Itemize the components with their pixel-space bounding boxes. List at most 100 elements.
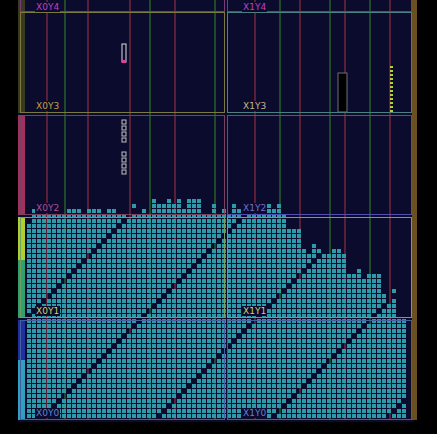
- placed-cell: [237, 349, 241, 353]
- placed-cell: [162, 324, 166, 328]
- placed-cell: [207, 389, 211, 393]
- placed-cell: [152, 259, 156, 263]
- placed-cell: [77, 294, 81, 298]
- placed-cell: [242, 229, 246, 233]
- placed-cell: [72, 394, 76, 398]
- placed-cell: [257, 234, 261, 238]
- placed-cell: [132, 264, 136, 268]
- placed-cell: [167, 239, 171, 243]
- placed-cell: [162, 329, 166, 333]
- placed-cell: [52, 369, 56, 373]
- placed-cell: [262, 354, 266, 358]
- placed-cell: [187, 394, 191, 398]
- placed-cell: [97, 239, 101, 243]
- placed-cell: [182, 354, 186, 358]
- placed-cell: [52, 334, 56, 338]
- placed-cell: [152, 229, 156, 233]
- placed-cell: [107, 359, 111, 363]
- placed-cell: [112, 369, 116, 373]
- placed-cell: [157, 409, 161, 413]
- placed-cell: [137, 259, 141, 263]
- placed-cell: [197, 384, 201, 388]
- placed-cell: [182, 224, 186, 228]
- placed-cell: [77, 349, 81, 353]
- placed-cell: [152, 354, 156, 358]
- placed-cell: [267, 274, 271, 278]
- placed-cell: [252, 329, 256, 333]
- placed-cell: [27, 379, 31, 383]
- placed-cell: [267, 329, 271, 333]
- placed-cell: [32, 269, 36, 273]
- placed-cell: [212, 224, 216, 228]
- placed-cell: [122, 249, 126, 253]
- placed-cell: [202, 244, 206, 248]
- placed-cell: [157, 274, 161, 278]
- placed-cell: [237, 289, 241, 293]
- placed-cell: [162, 384, 166, 388]
- placed-cell: [112, 234, 116, 238]
- placed-cell: [152, 244, 156, 248]
- placed-cell: [77, 299, 81, 303]
- placed-cell: [197, 364, 201, 368]
- placed-cell: [242, 244, 246, 248]
- placed-cell: [212, 409, 216, 413]
- placed-cell: [87, 239, 91, 243]
- placed-cell: [132, 244, 136, 248]
- placed-cell: [127, 339, 131, 343]
- placed-cell: [237, 354, 241, 358]
- placed-cell: [157, 364, 161, 368]
- placed-cell: [207, 409, 211, 413]
- placed-cell: [167, 294, 171, 298]
- placed-cell: [192, 204, 196, 208]
- placed-cell: [217, 384, 221, 388]
- placed-cell: [147, 284, 151, 288]
- placed-cell: [77, 309, 81, 313]
- placed-cell: [207, 324, 211, 328]
- placed-cell: [197, 299, 201, 303]
- placed-cell: [222, 329, 226, 333]
- placed-cell: [197, 349, 201, 353]
- placed-cell: [202, 249, 206, 253]
- placed-cell: [122, 264, 126, 268]
- placed-cell: [32, 239, 36, 243]
- placed-cell: [87, 384, 91, 388]
- placed-cell: [162, 359, 166, 363]
- placed-cell: [232, 284, 236, 288]
- placed-cell: [202, 399, 206, 403]
- placed-cell: [57, 384, 61, 388]
- placed-cell: [57, 354, 61, 358]
- placed-cell: [222, 229, 226, 233]
- placed-cell: [212, 249, 216, 253]
- placed-cell: [167, 234, 171, 238]
- placed-cell: [97, 374, 101, 378]
- placed-cell: [257, 374, 261, 378]
- placed-cell: [197, 404, 201, 408]
- placed-cell: [212, 389, 216, 393]
- placed-cell: [202, 364, 206, 368]
- placed-cell: [47, 279, 51, 283]
- placed-cell: [157, 259, 161, 263]
- placed-cell: [82, 284, 86, 288]
- placed-cell: [257, 334, 261, 338]
- placed-cell: [112, 249, 116, 253]
- placed-cell: [187, 389, 191, 393]
- placed-cell: [27, 259, 31, 263]
- placed-cell: [197, 324, 201, 328]
- placed-cell: [217, 404, 221, 408]
- placed-cell: [97, 224, 101, 228]
- placed-cell: [117, 299, 121, 303]
- placed-cell: [32, 264, 36, 268]
- placed-cell: [247, 269, 251, 273]
- placed-cell: [52, 239, 56, 243]
- placed-cell: [32, 254, 36, 258]
- placed-cell: [217, 229, 221, 233]
- placed-cell: [177, 349, 181, 353]
- placed-cell: [192, 229, 196, 233]
- placed-cell: [67, 404, 71, 408]
- placed-cell: [72, 289, 76, 293]
- placed-cell: [52, 294, 56, 298]
- placed-cell: [142, 409, 146, 413]
- placed-cell: [42, 219, 46, 223]
- placed-cell: [267, 259, 271, 263]
- placed-cell: [237, 404, 241, 408]
